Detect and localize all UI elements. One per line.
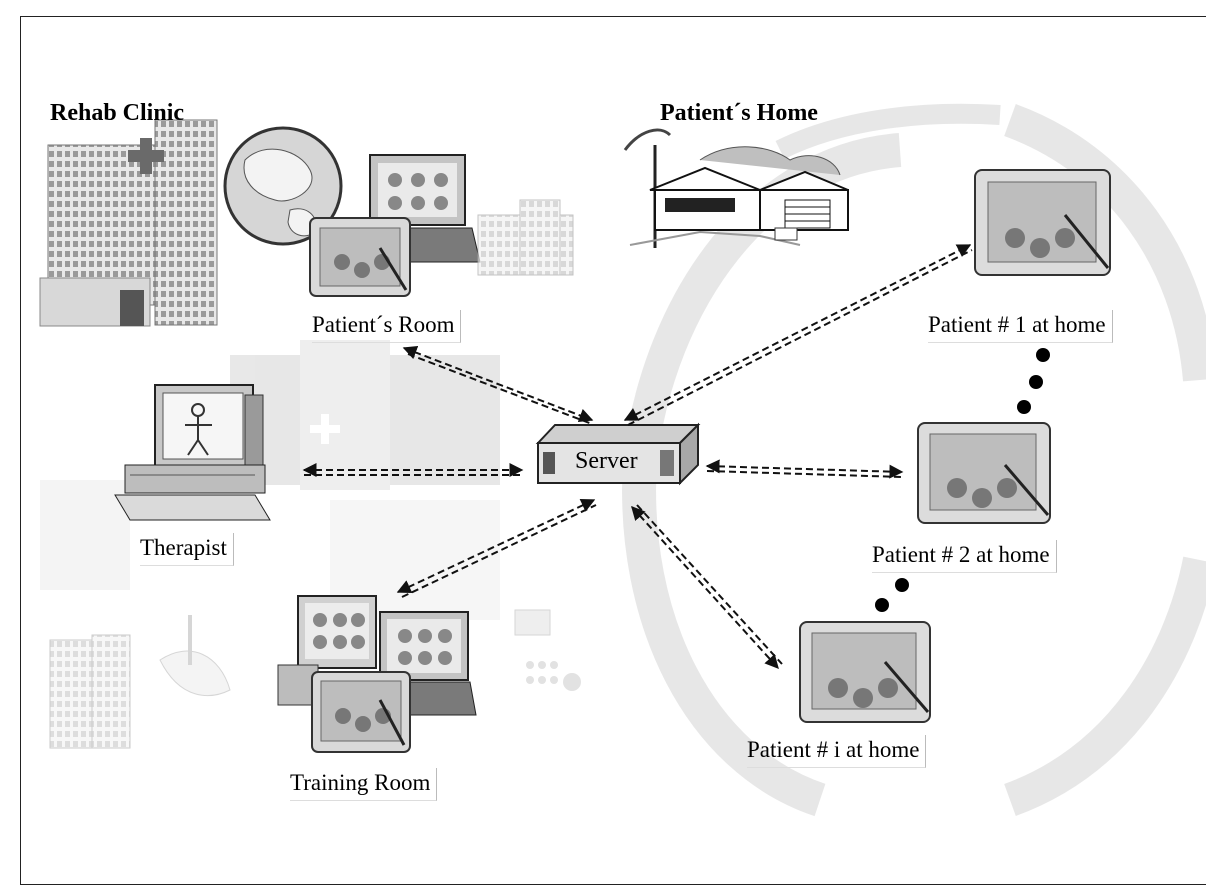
label-training-room: Training Room (290, 768, 437, 801)
label-server: Server (575, 448, 638, 475)
tablet-icon-patient-i (800, 622, 930, 722)
label-patient-2: Patient # 2 at home (872, 540, 1057, 573)
house-icon (625, 130, 848, 248)
background-clinic-art (40, 340, 500, 620)
label-patients-room: Patient´s Room (312, 310, 461, 343)
arrow-server-patient-2 (707, 466, 902, 477)
label-patient-1: Patient # 1 at home (928, 310, 1113, 343)
section-title-home: Patient´s Home (660, 100, 818, 127)
label-patient-i: Patient # i at home (747, 735, 926, 768)
training-room-devices-icon (278, 596, 476, 752)
tablet-icon (310, 218, 410, 296)
tablet-icon-patient-2 (918, 423, 1050, 523)
section-title-clinic: Rehab Clinic (50, 100, 184, 127)
desktop-computer-icon (115, 385, 270, 520)
office-building-icon (478, 200, 573, 275)
tablet-icon-patient-1 (975, 170, 1110, 275)
hospital-building-icon (40, 120, 217, 326)
label-therapist: Therapist (140, 533, 234, 566)
